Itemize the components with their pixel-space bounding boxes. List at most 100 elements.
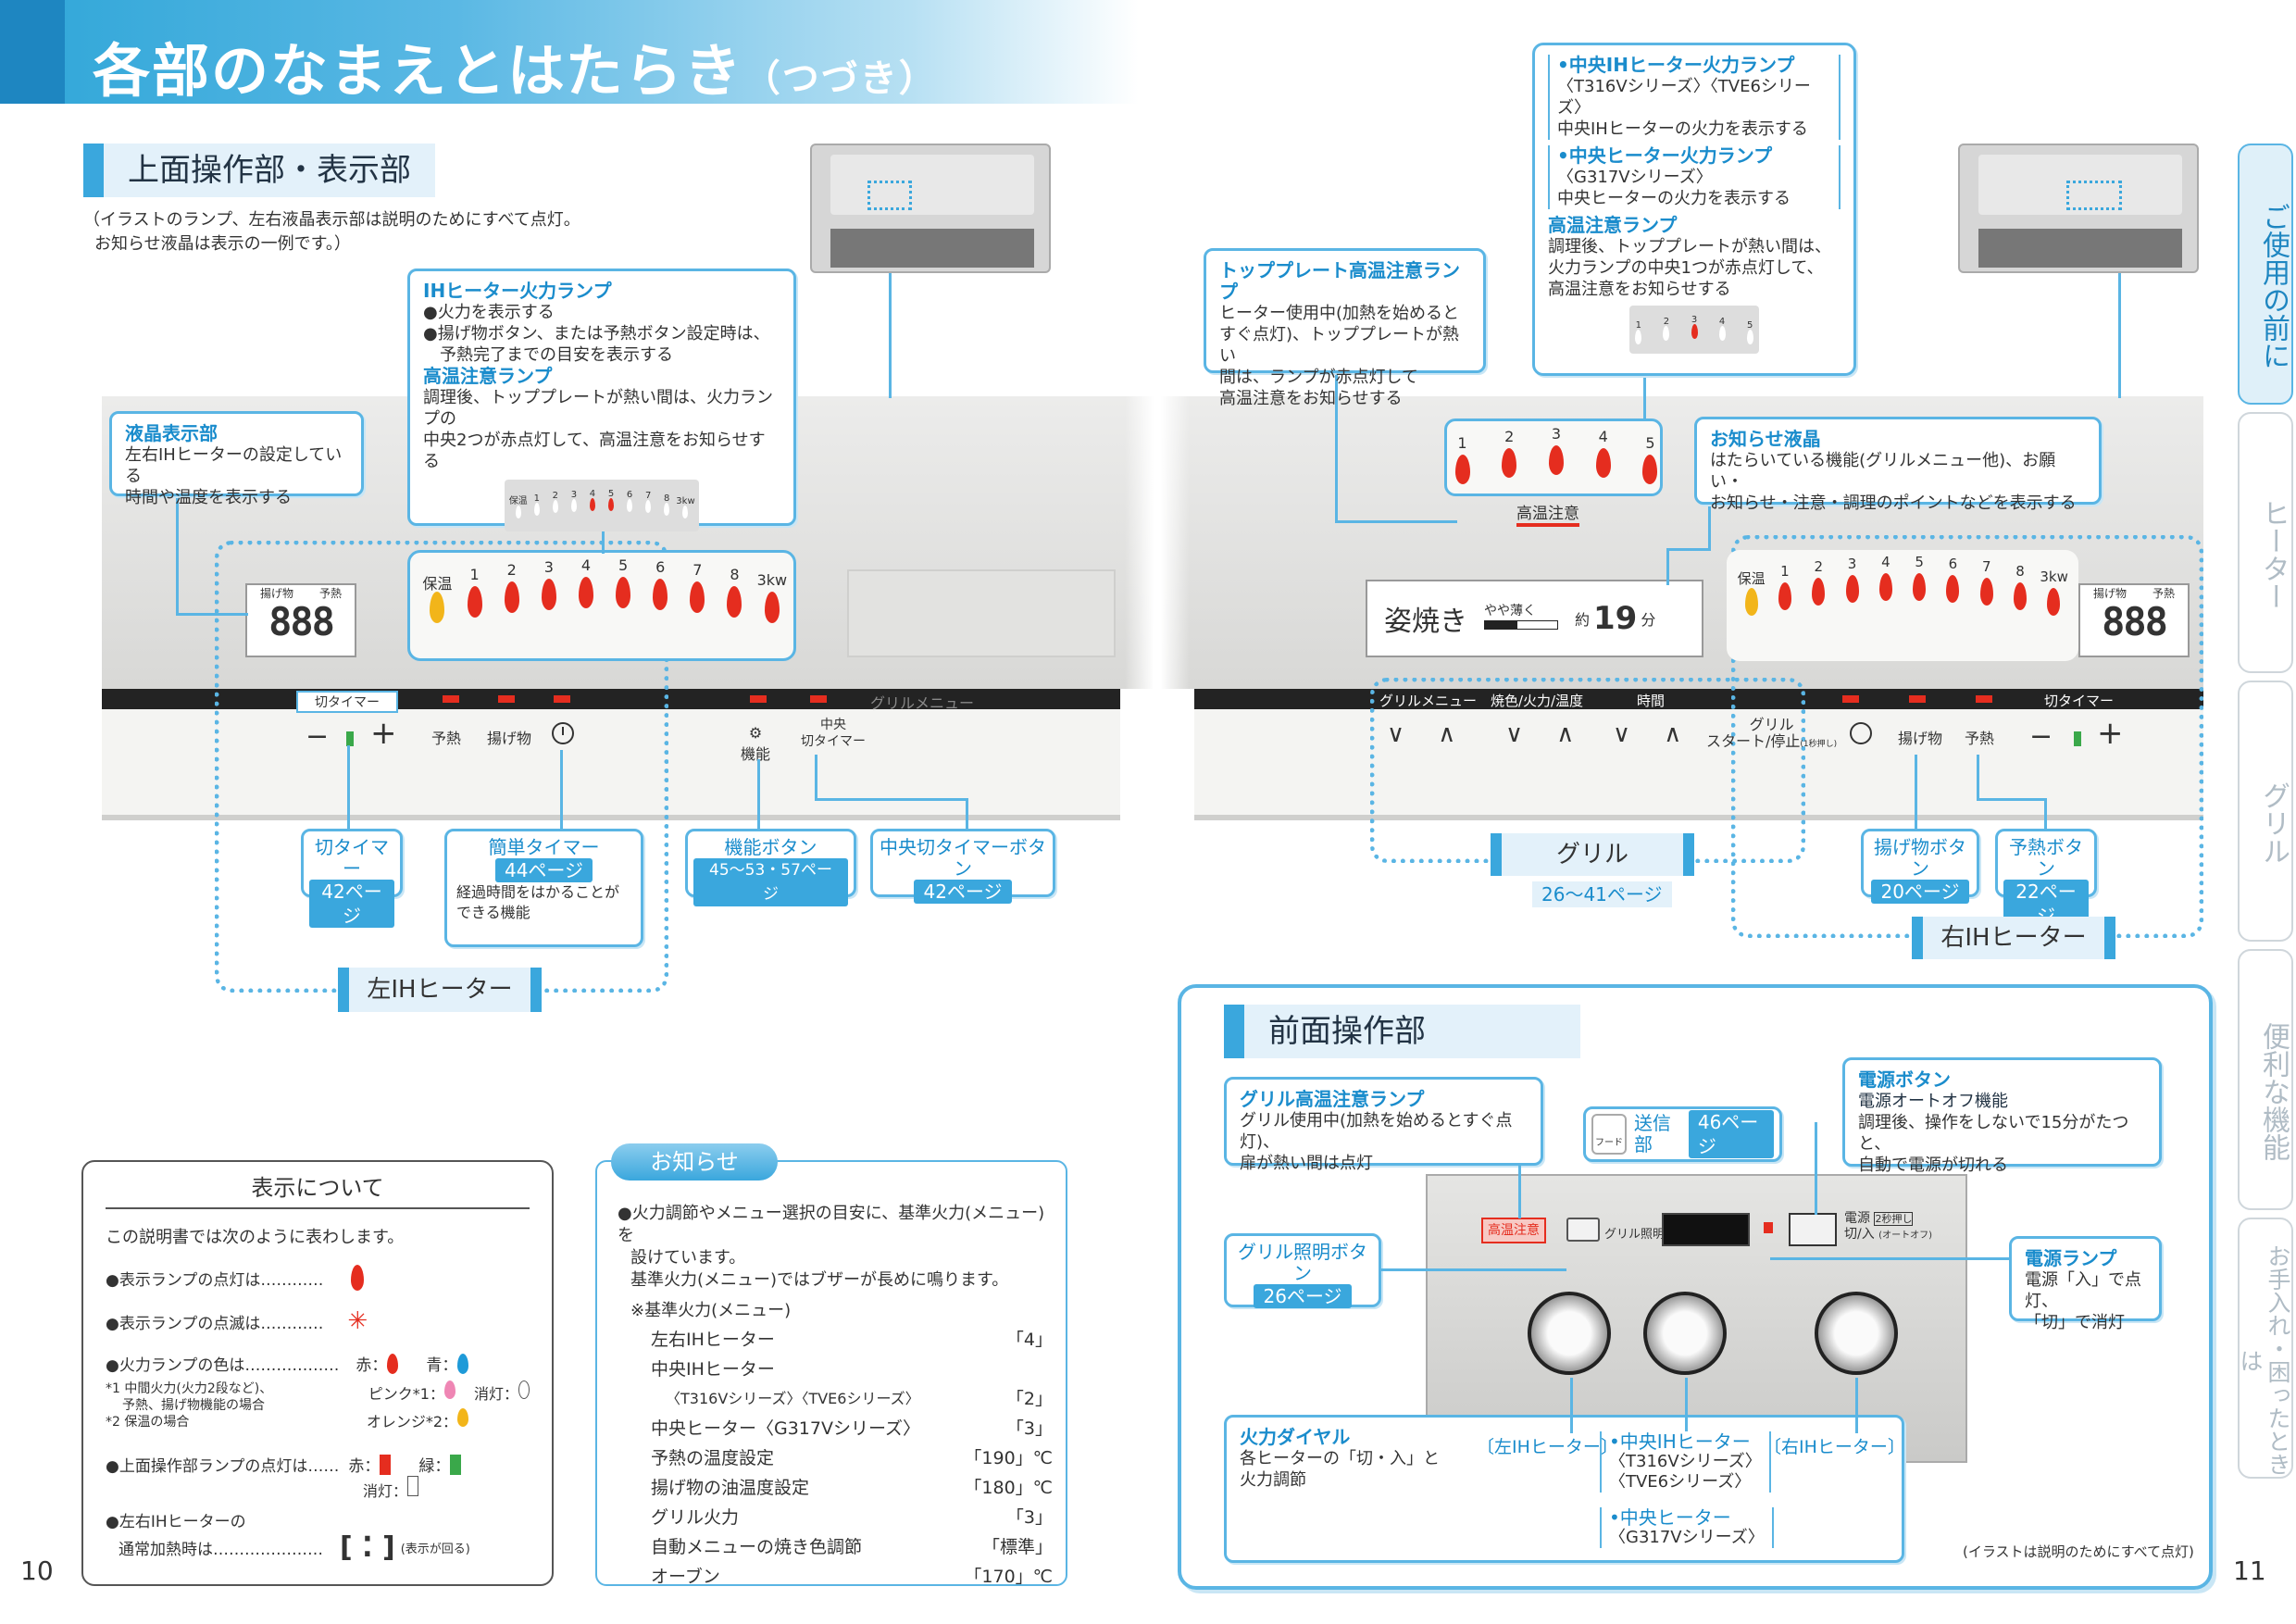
top-lamp-red (498, 695, 515, 703)
heat-lamp (1845, 574, 1859, 603)
grill-hot-callout: グリル高温注意ランプグリル使用中(加熱を始めるとすぐ点灯)、扉が熱い間は点灯 (1224, 1077, 1543, 1173)
top-lamp-red (1976, 695, 1992, 703)
kantan-timer-button-right[interactable] (1850, 722, 1872, 744)
heat-lamp (1595, 447, 1611, 478)
power-button-callout: 電源ボタン電源オートオフ機能調理後、操作をしないで15分がたつと、自動で電源が切… (1842, 1057, 2162, 1175)
kiri-timer-plus-right[interactable]: + (2097, 715, 2124, 752)
power-button[interactable] (1789, 1213, 1837, 1246)
heat-lamp (1663, 325, 1670, 341)
chuo-kiri-timer-button[interactable]: 中央切タイマー (801, 718, 866, 749)
heat-lamp (552, 500, 558, 514)
heat-lamp (1549, 445, 1564, 475)
lamp-scale-label: 3kw (676, 496, 695, 506)
leader-line (815, 798, 967, 801)
lamp-scale-label: 保温 (508, 496, 528, 506)
lamp-scale-label: 3 (1551, 425, 1562, 443)
reference-row: グリル火力「3」 (651, 1503, 1053, 1532)
top-lamp-red (1842, 695, 1859, 703)
top-lamp-red (1909, 695, 1926, 703)
heat-lamp (1778, 581, 1791, 610)
lamp-scale-label: 1 (1780, 562, 1790, 580)
heat-lamp (1718, 325, 1726, 341)
reference-value: 「170」℃ (964, 1567, 1053, 1587)
lamp-scale-label: 7 (693, 560, 703, 579)
grill-light-button[interactable] (1566, 1218, 1600, 1242)
right-dial[interactable] (1815, 1292, 1898, 1375)
leader-line (1915, 755, 1917, 833)
page-number-right: 11 (2233, 1555, 2266, 1586)
kiri-timer-plus-button[interactable]: + (370, 715, 397, 752)
leader-line (1855, 1378, 1858, 1433)
reference-key: 予熱の温度設定 (651, 1448, 775, 1468)
left-dial[interactable] (1528, 1292, 1611, 1375)
dial-callout: 火力ダイヤル各ヒーターの「切・入」と火力調節 (1224, 1415, 1904, 1563)
heat-lamp (504, 581, 519, 613)
heat-lamp (616, 577, 631, 609)
left-ih-label: 左IHヒーター (338, 968, 542, 1012)
heat-lamp (570, 498, 577, 512)
kiri-timer-minus-right[interactable]: − (2029, 720, 2053, 753)
heat-lamp (578, 577, 593, 609)
yakiiro-buttons[interactable]: ∨ ∧ (1505, 720, 1588, 748)
grill-start-button[interactable]: グリルスタート/停止(1秒押し) (1706, 716, 1838, 750)
lamp-scale-label: 8 (664, 493, 670, 504)
heat-lamp (1812, 577, 1826, 606)
agemono-button[interactable]: 揚げ物 (487, 730, 532, 747)
lamp-scale-label: 1 (1457, 434, 1467, 452)
heat-lamp (1913, 573, 1927, 602)
tab-convenient[interactable]: 便利な機能 (2238, 949, 2293, 1210)
heat-lamp (1642, 455, 1658, 484)
page-header-band (0, 0, 1139, 104)
heat-lamp (608, 498, 615, 512)
leader-line (1335, 520, 1457, 523)
leader-line (1977, 798, 2046, 801)
tab-heater[interactable]: ヒーター (2238, 412, 2293, 673)
lamp-scale-label: 保温 (1737, 570, 1766, 587)
reference-key: 〈T316Vシリーズ〉〈TVE6シリーズ〉 (666, 1390, 920, 1407)
jikan-buttons[interactable]: ∨ ∧ (1613, 720, 1695, 748)
lamp-scale-label: 4 (589, 489, 596, 500)
agemono-button-right[interactable]: 揚げ物 (1898, 730, 1943, 747)
yonetsu-button-right[interactable]: 予熱 (1965, 730, 1995, 747)
lamp-scale-label: 2 (1814, 557, 1823, 575)
leader-line (1518, 1165, 1521, 1218)
yonetsu-button[interactable]: 予熱 (431, 730, 462, 747)
lamp-scale-label: 3 (570, 489, 578, 500)
kantan-timer-button[interactable] (552, 722, 574, 744)
kinou-button[interactable]: ⚙機能 (741, 724, 771, 763)
tab-care[interactable]: お手入れ・困ったときは (2237, 1218, 2293, 1479)
kiri-timer-label-right: 切タイマー (2044, 693, 2115, 709)
dial-left-label: 〔左IHヒーター〕 (1477, 1437, 1618, 1457)
section-note: （イラストのランプ、左右液晶表示部は説明のためにすべて点灯。お知らせ液晶は表示の… (83, 210, 580, 254)
leader-line (2118, 273, 2121, 398)
grill-menu-buttons[interactable]: ∨ ∧ (1387, 720, 1469, 748)
heat-lamp (1946, 574, 1960, 603)
heat-lamp (1691, 324, 1698, 339)
lamp-scale-label: 6 (626, 489, 633, 500)
leader-line (1335, 375, 1338, 523)
reference-value: 「190」℃ (964, 1448, 1053, 1468)
heat-lamp (1878, 573, 1892, 602)
tab-before-use[interactable]: ご使用の前に (2238, 144, 2293, 405)
lamp-scale-label: 保温 (422, 575, 453, 593)
dial-center-label-2: •中央ヒーター〈G317Vシリーズ〉 (1600, 1507, 1774, 1548)
heat-lamp (645, 500, 652, 514)
reference-key: オーブン (651, 1567, 720, 1587)
reference-row: 中央IHヒーター (651, 1355, 1053, 1384)
power-lamp (1764, 1222, 1773, 1233)
lamp-strip-right (1194, 689, 2203, 709)
leader-line (347, 745, 350, 831)
yakiiro-label: 焼色/火力/温度 (1491, 693, 1584, 709)
leader-line (815, 755, 817, 801)
center-dial[interactable] (1643, 1292, 1727, 1375)
reference-row: 自動メニューの焼き色調節「標準」 (651, 1532, 1053, 1562)
leader-line (1666, 548, 1711, 551)
center-hot-label: 高温注意 (1516, 500, 1579, 527)
kiri-timer-minus-button[interactable]: − (306, 720, 330, 753)
tab-grill[interactable]: グリル (2238, 681, 2293, 942)
